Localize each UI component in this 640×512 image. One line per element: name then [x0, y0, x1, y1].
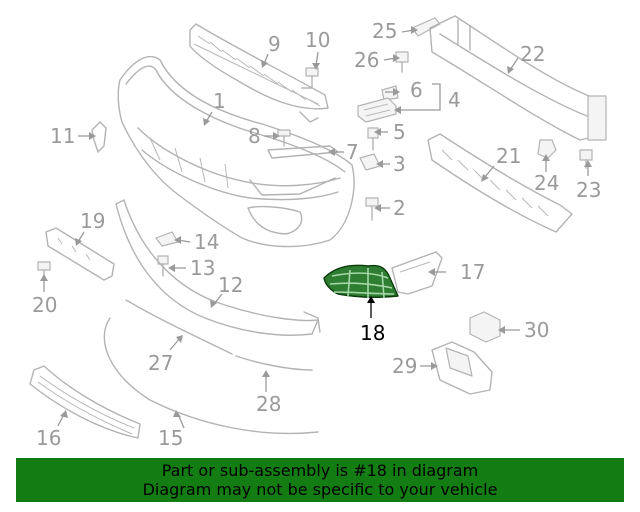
callout-29: 29: [392, 354, 417, 378]
callout-30: 30: [524, 318, 549, 342]
callout-2: 2: [393, 196, 406, 220]
part-18-fog-lamp-grille: [323, 264, 399, 299]
part-22-bumper-reinforcement: [429, 15, 607, 141]
callout-18: 18: [360, 321, 385, 345]
callout-12: 12: [218, 273, 243, 297]
callout-28: 28: [256, 392, 281, 416]
callout-9: 9: [268, 32, 281, 56]
part-20-bolt: [37, 261, 51, 279]
callout-6: 6: [410, 78, 423, 102]
banner-line-1: Part or sub-assembly is #18 in diagram: [161, 461, 479, 480]
part-1-bumper-cover: [117, 55, 355, 248]
part-19-bracket: [45, 227, 115, 281]
callout-13: 13: [190, 256, 215, 280]
part-15-lower-molding: [103, 317, 319, 435]
callout-labels: 1 2 3 4 5 6 7 8 9 10 11 12 13 14 15 16 1…: [32, 19, 601, 450]
exploded-parts-diagram: 1 2 3 4 5 6 7 8 9 10 11 12 13 14 15 16 1…: [29, 15, 607, 450]
part-25-bracket: [411, 17, 441, 37]
part-30-sensor: [469, 311, 501, 343]
part-17-bracket: [391, 251, 443, 295]
part-5-bolt: [367, 127, 379, 151]
callout-20: 20: [32, 293, 57, 317]
info-banner: Part or sub-assembly is #18 in diagram D…: [16, 458, 624, 502]
callout-27: 27: [148, 351, 173, 375]
part-16-lower-grille: [29, 365, 141, 439]
callout-16: 16: [36, 426, 61, 450]
part-24-nut: [537, 139, 557, 159]
part-21-energy-absorber: [427, 133, 573, 233]
callout-3: 3: [393, 152, 406, 176]
callout-26: 26: [354, 48, 379, 72]
part-7-trim-strip: [267, 145, 339, 159]
part-4-bracket: [357, 97, 397, 123]
callout-19: 19: [80, 209, 105, 233]
leader-lines: [40, 26, 592, 429]
callout-8: 8: [248, 124, 261, 148]
callout-15: 15: [158, 426, 183, 450]
part-27-molding: [125, 299, 233, 355]
part-12-lower-cover: [115, 199, 321, 336]
callout-25: 25: [372, 19, 397, 43]
part-28-molding: [235, 355, 313, 371]
part-3-clip: [359, 153, 381, 171]
callout-14: 14: [194, 230, 219, 254]
part-8-screw: [277, 129, 291, 147]
callout-24: 24: [534, 171, 559, 195]
callout-21: 21: [496, 144, 521, 168]
callout-23: 23: [576, 178, 601, 202]
part-14-clip: [155, 231, 179, 247]
callout-17: 17: [460, 260, 485, 284]
part-11-bracket: [91, 121, 107, 153]
callout-4: 4: [448, 88, 461, 112]
part-29-module: [431, 341, 493, 395]
part-9-upper-grille: [189, 23, 329, 123]
banner-line-2: Diagram may not be specific to your vehi…: [142, 480, 498, 499]
callout-22: 22: [520, 42, 545, 66]
callout-7: 7: [346, 140, 359, 164]
callout-10: 10: [305, 28, 330, 52]
callout-11: 11: [50, 124, 75, 148]
callout-1: 1: [213, 89, 226, 113]
part-26-bolt: [395, 51, 409, 73]
callout-5: 5: [393, 120, 406, 144]
part-10-bolt: [301, 67, 319, 89]
